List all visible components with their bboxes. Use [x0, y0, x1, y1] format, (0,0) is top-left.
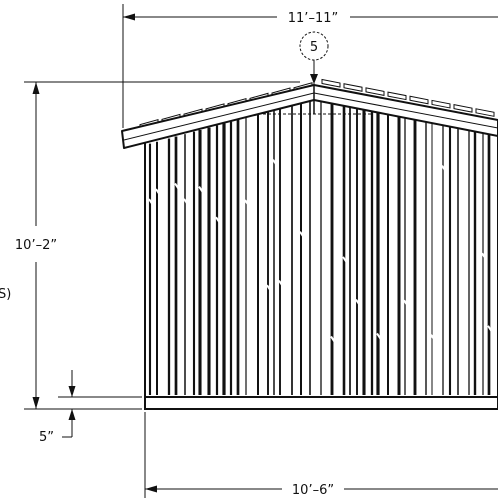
siding-grain [403, 299, 409, 307]
base-width-label: 10’–6” [292, 483, 334, 498]
shingle-tab [453, 104, 473, 113]
siding-grain [198, 186, 204, 194]
siding-grain [183, 198, 189, 206]
vertical-siding [148, 100, 493, 395]
overall-width-dimension: 11’–11” [122, 4, 498, 128]
siding-grain [272, 159, 278, 167]
shingle-tab [387, 91, 407, 101]
siding-grain [215, 216, 221, 224]
overall-width-label: 11’–11” [288, 11, 338, 26]
floor-beam [144, 396, 498, 410]
shingle-tab [365, 87, 385, 96]
siding-grain [430, 334, 436, 342]
siding-grain [376, 332, 382, 340]
siding-grain [481, 252, 487, 260]
height-label: 10’–2” [15, 238, 57, 253]
shingle-tab [475, 108, 495, 117]
siding-grain [278, 280, 284, 288]
base-width-dimension: 10’–6” [144, 412, 498, 498]
shingle-tab [321, 78, 341, 88]
shingle-tab [431, 99, 451, 109]
siding-grain [148, 198, 154, 206]
detail-callout: 5 [299, 31, 329, 84]
shed-wall [144, 94, 498, 398]
siding-grain [299, 231, 305, 239]
siding-grain [174, 182, 180, 190]
siding-grain [342, 256, 348, 264]
siding-grain [441, 165, 447, 173]
siding-grain [155, 188, 161, 196]
floor-offset-label: 5” [39, 430, 54, 445]
siding-grain [487, 325, 493, 333]
shingle-tab [409, 95, 429, 105]
siding-grain [244, 199, 250, 207]
floor-offset-dimension: 5” [39, 370, 142, 445]
roof [121, 78, 498, 149]
clipped-note-label: S) [0, 287, 11, 302]
siding-grain [266, 284, 272, 292]
siding-grain [355, 299, 361, 307]
siding-grain [330, 335, 336, 343]
shingle-tab [343, 83, 363, 92]
detail-callout-number: 5 [310, 40, 318, 55]
height-dimension: 10’–2” [15, 81, 300, 410]
